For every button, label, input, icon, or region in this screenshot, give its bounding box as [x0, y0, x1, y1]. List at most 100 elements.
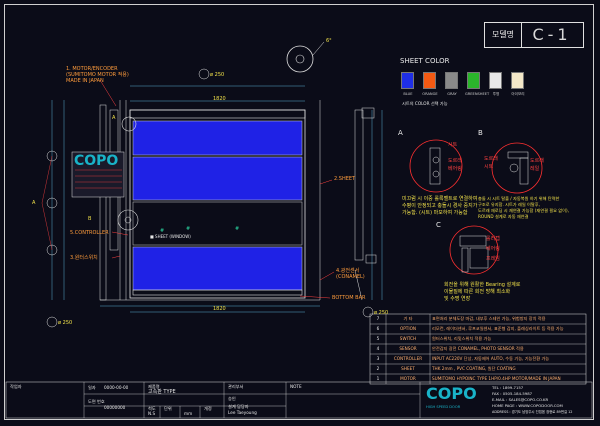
spec-row-name: MOTOR	[400, 376, 416, 381]
detail-a-text-2: 수평이 안정되고 충돌시 경사 중지가	[402, 203, 478, 209]
color-swatch	[467, 72, 480, 89]
maker-label: 설계 담당자	[228, 404, 249, 409]
color-swatch	[401, 72, 414, 89]
spec-row-no: 5	[376, 336, 380, 341]
detail-a-text-1: 미끄럼 시 이중 롤록벨트로 연결하여	[402, 196, 478, 202]
controller-label: 5.CONTROLLER	[70, 230, 109, 236]
inner-sheet-label: ■ SHEET (WINDOW)	[150, 234, 191, 239]
spec-row-desc: 리모컨, 레이더센서, 루프코일센서, 표준형 감지, 플래싱라이트 등 적용 …	[432, 326, 564, 331]
sensor-sub-label: (CONAMEL)	[336, 274, 365, 280]
svg-text:#: #	[186, 226, 190, 232]
detail-a-title: A	[398, 129, 403, 137]
width-dim-top-label: 1820	[213, 96, 226, 102]
detail-c-text-2: 이물질에 따른 회전 방해 최소화	[444, 289, 511, 295]
detail-a-label-2: 도르래	[448, 158, 462, 164]
detail-c-text-1: 회전을 위해 원활한 Bearing 설계로	[444, 282, 521, 288]
detail-c-label-2: 베어링	[486, 246, 500, 252]
spec-row-no: 6	[376, 326, 380, 331]
detail-b-label-1: 도르래	[484, 156, 498, 162]
title-block-frame	[5, 381, 593, 419]
company-fax: FAX : 0505-184-5987	[492, 391, 533, 396]
bottom-bar-label: BOTTOM BAR	[332, 295, 366, 301]
unit-value: mm	[184, 411, 193, 416]
color-swatch-label: 아이보리	[511, 92, 525, 96]
spec-row-desc: INPUT AC220V 단상, 자동제어 AUTO, 수동 기능, 기능전환 …	[432, 356, 550, 361]
approve-label: 승인	[228, 396, 236, 401]
model-value: C-1	[532, 25, 572, 44]
left-dim-label: ø 250	[58, 320, 73, 326]
color-swatch-label: 투명	[492, 92, 500, 96]
company-logo: COPO	[426, 384, 477, 403]
sheet-color-note: 시트의 COLOR 선택 가능	[402, 101, 448, 106]
label-b-small: B	[88, 216, 92, 222]
company-email: E-MAIL : SALES@COPO.CO.KR	[492, 397, 549, 402]
spec-row-no: 3	[376, 356, 380, 361]
date-value: 0000-00-00	[104, 385, 129, 390]
color-swatch-label: BLUE	[403, 92, 413, 96]
detail-b-title: B	[478, 129, 483, 137]
scale-value: N.S	[148, 411, 156, 416]
product-value: 고속판 TYPE	[148, 389, 176, 395]
detail-b-text-2: 구조로 유지함. 시트가 레일 이탈후,	[478, 202, 540, 207]
spec-row-desc: 안전감지 광전 CONAMEL, PHOTO SENSOR 적용	[432, 346, 524, 351]
sheet-panel	[132, 120, 303, 156]
angle-label: 6°	[326, 38, 332, 44]
svg-text:#: #	[235, 226, 239, 232]
drawing-frame	[4, 4, 594, 420]
detail-b-text-1: 충돌 시 시트 탈출 / 자동복원 하기 위해 탄력한	[478, 196, 560, 201]
color-swatch-label: GRAY	[447, 92, 457, 96]
drawing-no-value: 00000000	[104, 405, 126, 410]
approver-label: 작업자	[10, 384, 22, 389]
label-a-left: A	[32, 200, 36, 206]
spec-row-no: 1	[376, 376, 380, 381]
drawing-logo: COPO	[74, 153, 119, 169]
sheet-panel	[132, 246, 303, 291]
spec-row-name: 기 타	[403, 316, 413, 321]
detail-c-zoom	[449, 225, 499, 275]
spec-row-desc: 원터스위치, 리밋스위치 적용 가능	[432, 336, 492, 341]
unit-label: 단위	[164, 406, 172, 411]
detail-b-zoom	[491, 142, 543, 194]
detail-a-circle	[121, 116, 137, 132]
spec-table-frame	[369, 313, 587, 385]
motor-made-label: MADE IN JAPAN	[66, 78, 104, 84]
detail-c-text-3: 및 수명 연장	[444, 296, 471, 302]
color-swatch-label: ORANGE	[422, 92, 438, 96]
detail-c-title: C	[436, 221, 441, 229]
detail-c-label-3: 프레임	[486, 256, 500, 262]
svg-text:#: #	[160, 228, 164, 234]
color-swatch	[445, 72, 458, 89]
bottom-bar	[132, 289, 303, 296]
detail-a-label-1: 시트	[448, 142, 458, 148]
color-swatch	[511, 72, 524, 89]
spec-row-desc: SUMITOMO HYPOINC TYPE 1HP/0.4HP MOTOR/MA…	[432, 376, 561, 381]
spec-row-name: SENSOR	[399, 346, 417, 351]
detail-c-label-1: 롤러캡	[486, 236, 500, 242]
company-address: ADDRESS : 경기도 남양주시 진접읍 장현로 89번길 12	[492, 410, 573, 414]
detail-b-circle	[117, 209, 139, 231]
model-label: 모델명	[485, 23, 522, 47]
detail-b-label-2: 시트	[484, 164, 494, 170]
maker-value: Lee Taeyoung	[228, 410, 257, 415]
color-swatch-label: GREENSHEET	[465, 92, 490, 96]
spec-row: 5 SWITCH 원터스위치, 리밋스위치 적용 가능	[370, 334, 586, 344]
sensor-label: 4.광전센서	[336, 268, 360, 274]
motor-label: 1. MOTOR/ENCODER	[66, 66, 118, 72]
spec-row-name: SWITCH	[399, 336, 417, 341]
sheet-color-title: SHEET COLOR	[400, 57, 450, 65]
company-home: HOME PAGE : WWW.COPODOOR.COM	[492, 403, 563, 408]
model-box: 모델명 C-1	[484, 22, 584, 48]
note-label: NOTE	[290, 384, 302, 389]
motor-sub-label: (SUMITOMO MOTOR 적용)	[66, 72, 129, 78]
company-tel: TEL : 1899-7157	[492, 385, 524, 390]
spec-row-name: SHEET	[401, 366, 415, 371]
spec-row-no: 4	[376, 346, 380, 351]
rev-label: 개정	[204, 406, 212, 411]
bottom-dim-label: ø 250	[374, 310, 389, 316]
